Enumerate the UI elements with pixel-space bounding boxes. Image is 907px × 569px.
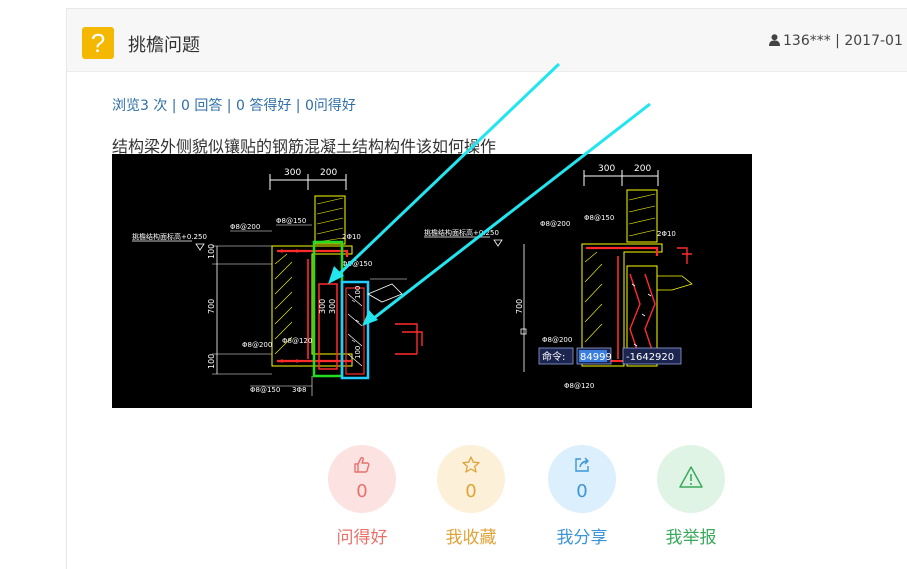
cyan-highlight-box	[340, 280, 370, 380]
warning-icon	[679, 466, 703, 488]
star-icon	[462, 456, 480, 473]
question-text: 结构梁外侧貌似镶贴的钢筋混凝土结构构件该如何操作	[112, 137, 497, 156]
report-label: 我举报	[665, 528, 717, 548]
svg-text:700: 700	[515, 299, 524, 314]
arrow-line-2	[373, 102, 651, 320]
question-header: ? 挑檐问题 136*** | 2017-01	[67, 9, 907, 72]
good-answer-count: 0 答得好	[235, 98, 292, 114]
cad-drawing-image[interactable]: 300 200 挑檐结构面标高+0.250 Φ8@200 Φ8@150 2Φ10…	[112, 62, 752, 408]
favorite-label: 我收藏	[445, 528, 497, 548]
svg-text:2Φ10: 2Φ10	[657, 230, 676, 238]
svg-text:Φ8@200: Φ8@200	[230, 223, 260, 231]
svg-text:2Φ10: 2Φ10	[342, 233, 361, 241]
svg-text:100: 100	[207, 244, 216, 259]
meta-separator: |	[830, 33, 845, 49]
question-card: ? 挑檐问题 136*** | 2017-01 浏览3 次 | 0 回答 | 0…	[66, 8, 907, 569]
share-count: 0	[576, 481, 588, 502]
svg-text:300: 300	[318, 299, 327, 314]
svg-text:Φ8@150: Φ8@150	[250, 386, 280, 394]
svg-text:100: 100	[354, 286, 362, 299]
favorite-button[interactable]: 0 我收藏	[437, 445, 505, 548]
left-section-detail: 300 200 挑檐结构面标高+0.250 Φ8@200 Φ8@150 2Φ10…	[132, 168, 423, 396]
svg-text:100: 100	[207, 354, 216, 369]
share-button[interactable]: 0 我分享	[548, 445, 616, 548]
favorite-count: 0	[465, 481, 477, 502]
svg-text:Φ8@150: Φ8@150	[584, 214, 614, 222]
share-icon	[575, 457, 589, 472]
command-label: 命令:	[542, 350, 565, 363]
svg-text:700: 700	[207, 299, 216, 314]
like-label: 问得好	[336, 528, 388, 548]
dim-top-b: 200	[320, 168, 337, 178]
question-title: 挑檐问题	[128, 35, 200, 56]
view-count: 浏览3 次	[112, 98, 168, 114]
svg-text:Φ8@200: Φ8@200	[542, 336, 572, 344]
svg-text:Φ8@200: Φ8@200	[540, 220, 570, 228]
elev-label-left: 挑檐结构面标高+0.250	[132, 232, 207, 241]
question-mark-icon: ?	[82, 27, 114, 59]
share-label: 我分享	[556, 528, 608, 548]
user-icon	[769, 34, 780, 46]
svg-text:Φ8@120: Φ8@120	[564, 382, 594, 390]
asker-name[interactable]: 136***	[783, 33, 831, 49]
svg-text:300: 300	[328, 299, 337, 314]
svg-text:Φ8@200: Φ8@200	[242, 341, 272, 349]
svg-text:挑檐结构面标高+0.250: 挑檐结构面标高+0.250	[424, 228, 499, 237]
report-button[interactable]: 我举报	[657, 445, 725, 548]
question-meta: 136*** | 2017-01	[769, 33, 903, 49]
cad-command-tooltip: 命令: 84999 -1642920	[538, 347, 682, 365]
right-section-detail: 300 200 挑檐结构面标高+0.250 Φ8@200 Φ8@150 2Φ10…	[424, 164, 693, 390]
svg-text:Φ8@150: Φ8@150	[276, 217, 306, 225]
thumbs-up-icon	[354, 456, 370, 473]
svg-text:100: 100	[354, 346, 362, 359]
ask-date: 2017-01	[844, 33, 903, 49]
svg-text:Φ8@120: Φ8@120	[282, 337, 312, 345]
answer-count: 0 回答	[180, 98, 223, 114]
arrow-head-2-icon	[362, 310, 378, 326]
command-x-value[interactable]: 84999	[580, 352, 612, 363]
good-question-count: 0问得好	[304, 98, 356, 114]
annotation-arrows	[328, 62, 651, 326]
arrow-line-1	[335, 62, 561, 278]
like-button[interactable]: 0 问得好	[328, 445, 396, 548]
dim-top-a: 300	[284, 168, 301, 178]
svg-text:3Φ8: 3Φ8	[292, 386, 306, 394]
svg-text:Φ8@150: Φ8@150	[342, 260, 372, 268]
arrow-head-1-icon	[328, 266, 344, 284]
svg-text:300: 300	[598, 164, 615, 174]
command-y-value[interactable]: -1642920	[626, 352, 674, 363]
like-count: 0	[356, 481, 368, 502]
question-stats: 浏览3 次 | 0 回答 | 0 答得好 | 0问得好	[112, 98, 356, 114]
svg-text:200: 200	[634, 164, 651, 174]
